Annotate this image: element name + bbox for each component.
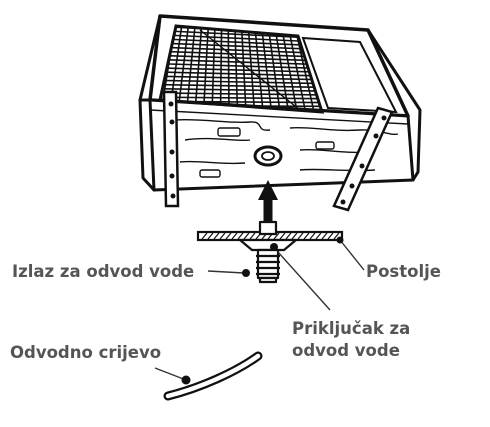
mounting-bracket-left xyxy=(162,90,180,208)
unit-top-panel xyxy=(301,36,398,114)
mounting-bracket-right xyxy=(332,106,394,212)
label-drain-outlet: Izlaz za odvod vode xyxy=(12,262,194,281)
drain-hose xyxy=(163,351,263,401)
drain-hole xyxy=(253,145,283,167)
unit-side-edge xyxy=(138,14,162,192)
leader-lines xyxy=(154,239,365,381)
leader-hose xyxy=(154,367,187,381)
fan-grille-brace xyxy=(199,29,301,111)
leader-dots xyxy=(181,236,344,385)
insert-arrow xyxy=(258,180,278,224)
leader-connector xyxy=(277,251,331,311)
fan-grille xyxy=(160,26,322,112)
label-base: Postolje xyxy=(366,262,441,281)
label-drain-connector-line2: odvod vode xyxy=(292,341,400,360)
leader-drain-outlet xyxy=(207,270,245,274)
unit-back-edge xyxy=(366,28,422,182)
drain-connector xyxy=(238,220,298,284)
leader-base xyxy=(339,239,365,271)
label-drain-hose: Odvodno crijevo xyxy=(10,343,161,362)
label-drain-connector-line1: Priključak za xyxy=(292,319,410,338)
fan-grille-frame xyxy=(158,24,325,114)
